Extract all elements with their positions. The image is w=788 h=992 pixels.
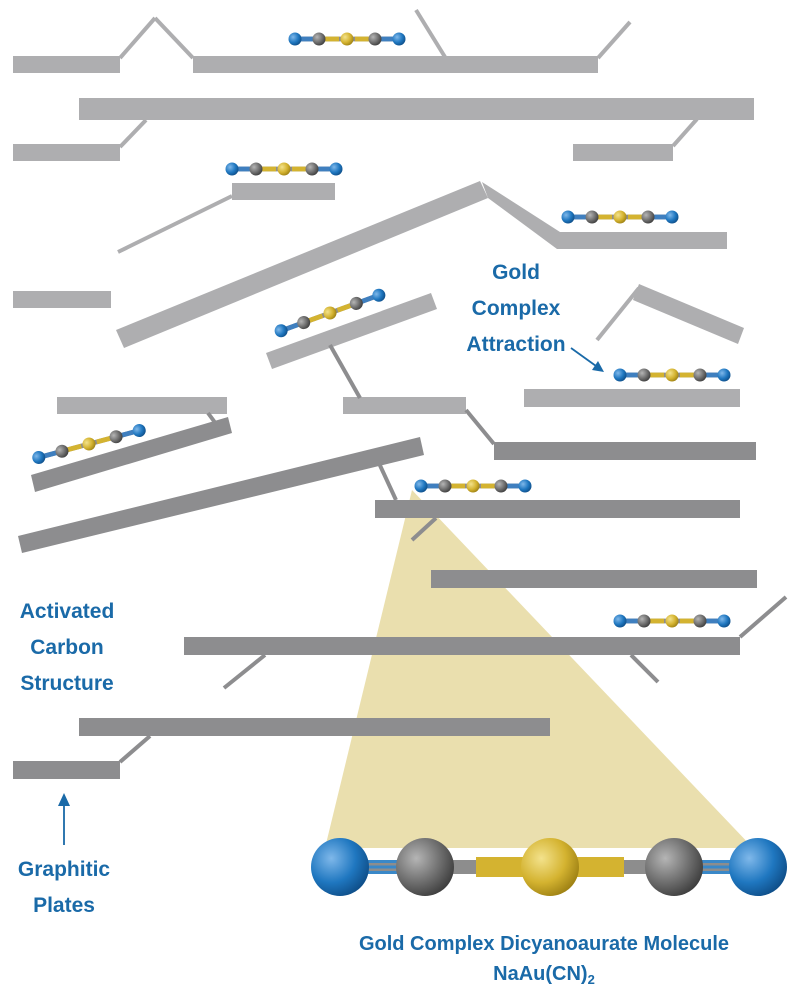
graphitic-plate xyxy=(431,570,757,588)
graphitic-plate xyxy=(343,397,466,414)
formula-subscript: 2 xyxy=(587,972,595,987)
label-line: Graphitic xyxy=(17,858,111,881)
graphitic-plate xyxy=(57,397,227,414)
label-line: Plates xyxy=(33,894,95,917)
molecule-formula: NaAu(CN)2 xyxy=(300,959,788,989)
label-line: Complex xyxy=(471,297,561,320)
carbon-atom-icon xyxy=(396,838,454,896)
graphitic-plate xyxy=(193,56,598,73)
graphitic-plate xyxy=(13,144,120,161)
graphitic-plate xyxy=(18,437,424,553)
enlarged-molecule xyxy=(311,838,787,896)
molecule-icon xyxy=(225,162,343,176)
label-line: Carbon xyxy=(30,636,104,659)
molecule-icon xyxy=(561,210,679,224)
label-line: Structure xyxy=(20,672,114,695)
molecule-icon xyxy=(613,614,731,628)
graphitic-plate xyxy=(494,442,756,460)
gold-bond-left xyxy=(476,857,526,877)
formula-main: NaAu(CN) xyxy=(493,963,588,985)
nitrogen-atom-icon xyxy=(729,838,787,896)
graphitic-plates-lower xyxy=(13,417,757,779)
molecule-icon xyxy=(613,368,731,382)
graphitic-plate xyxy=(524,389,740,407)
graphitic-plate xyxy=(116,181,488,348)
gold-attraction-arrow xyxy=(570,347,597,367)
molecule-icon xyxy=(414,479,532,493)
gold-atom-icon xyxy=(521,838,579,896)
arrow-head-icon xyxy=(592,361,604,372)
gold-bond-right xyxy=(574,857,624,877)
graphitic-plate xyxy=(375,500,740,518)
carbon-atom-icon xyxy=(645,838,703,896)
graphitic-plate xyxy=(13,291,111,308)
graphitic-plate xyxy=(31,417,232,492)
plate-links-upper xyxy=(117,8,699,342)
molecule-caption: Gold Complex Dicyanoaurate Molecule NaAu… xyxy=(300,929,788,989)
gold-complex-attraction-label: Gold Complex Attraction xyxy=(436,255,596,363)
zoom-cone xyxy=(325,490,753,848)
graphitic-plate xyxy=(573,144,673,161)
label-line: Gold xyxy=(492,261,540,284)
molecule-name: Gold Complex Dicyanoaurate Molecule xyxy=(358,933,730,955)
arrow-head-icon xyxy=(58,793,70,806)
graphitic-plate xyxy=(482,182,560,249)
graphitic-plate xyxy=(79,98,754,120)
graphitic-plate xyxy=(184,637,740,655)
graphitic-plate xyxy=(633,284,744,344)
label-line: Activated xyxy=(19,600,115,623)
graphitic-plate xyxy=(232,183,335,200)
triple-bond-left xyxy=(350,860,405,874)
label-line: Attraction xyxy=(466,333,566,356)
graphitic-plate xyxy=(266,293,437,369)
arrows xyxy=(58,347,604,845)
graphitic-plates-label: Graphitic Plates xyxy=(0,852,128,924)
activated-carbon-structure-label: Activated Carbon Structure xyxy=(0,594,134,702)
graphitic-plates-upper xyxy=(13,56,754,414)
graphitic-plate xyxy=(13,56,120,73)
nitrogen-atom-icon xyxy=(311,838,369,896)
molecule-icon xyxy=(288,32,406,46)
graphitic-plate xyxy=(13,761,120,779)
graphitic-plate xyxy=(557,232,727,249)
plate-links-lower xyxy=(118,344,788,764)
graphitic-plate xyxy=(79,718,550,736)
triple-bond-right xyxy=(693,860,748,874)
